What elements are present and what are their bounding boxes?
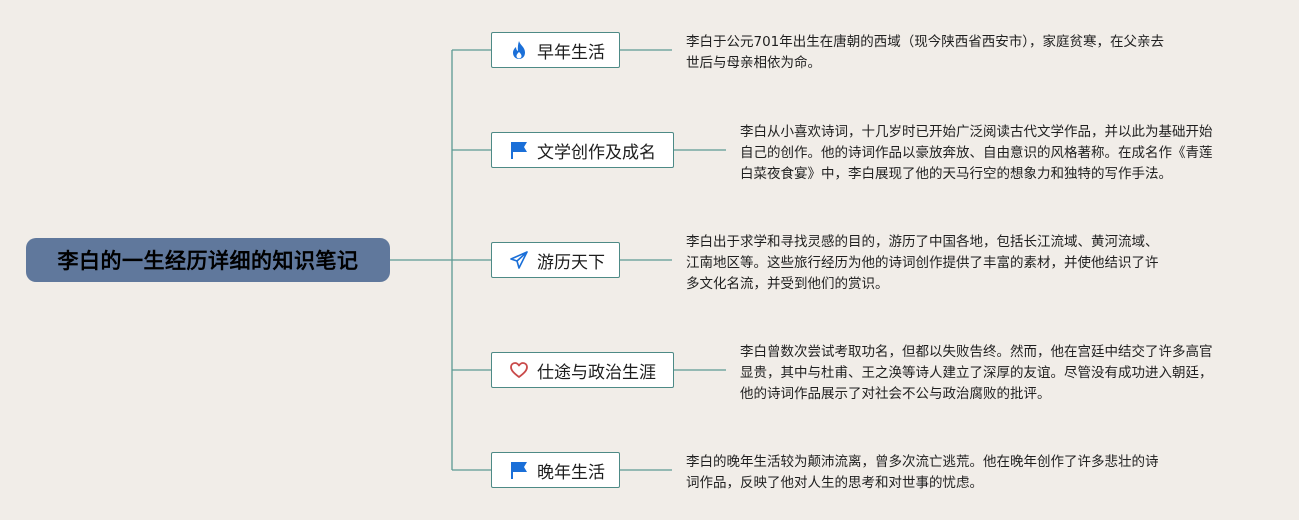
- topic-description: 李白的晚年生活较为颠沛流离，曾多次流亡逃荒。他在晚年创作了许多悲壮的诗词作品，反…: [686, 452, 1159, 494]
- description-line: 江南地区等。这些旅行经历为他的诗词创作提供了丰富的素材，并使他结识了许: [686, 255, 1159, 271]
- send-icon: [509, 250, 529, 270]
- flame-icon: [509, 40, 529, 60]
- description-line: 他的诗词作品展示了对社会不公与政治腐败的批评。: [740, 386, 1051, 402]
- topic-5[interactable]: 晚年生活: [491, 452, 620, 488]
- topic-description: 李白从小喜欢诗词，十几岁时已开始广泛阅读古代文学作品，并以此为基础开始自己的创作…: [740, 122, 1213, 185]
- description-line: 词作品，反映了他对人生的思考和对世事的忧虑。: [686, 475, 983, 491]
- root-title: 李白的一生经历详细的知识笔记: [57, 249, 359, 273]
- description-line: 显贵，其中与杜甫、王之涣等诗人建立了深厚的友谊。尽管没有成功进入朝廷，: [740, 365, 1213, 381]
- topic-label: 早年生活: [537, 42, 605, 63]
- flag-icon: [509, 140, 529, 160]
- topic-label: 游历天下: [537, 252, 605, 273]
- topic-label: 文学创作及成名: [537, 142, 656, 163]
- root-topic[interactable]: 李白的一生经历详细的知识笔记: [26, 238, 390, 282]
- description-line: 世后与母亲相依为命。: [686, 55, 821, 71]
- topic-4[interactable]: 仕途与政治生涯: [491, 352, 674, 388]
- topic-2[interactable]: 文学创作及成名: [491, 132, 674, 168]
- description-line: 李白的晚年生活较为颠沛流离，曾多次流亡逃荒。他在晚年创作了许多悲壮的诗: [686, 454, 1159, 470]
- description-line: 李白出于求学和寻找灵感的目的，游历了中国各地，包括长江流域、黄河流域、: [686, 234, 1159, 250]
- description-line: 自己的创作。他的诗词作品以豪放奔放、自由意识的风格著称。在成名作《青莲: [740, 145, 1213, 161]
- description-line: 李白从小喜欢诗词，十几岁时已开始广泛阅读古代文学作品，并以此为基础开始: [740, 124, 1213, 140]
- topic-description: 李白于公元701年出生在唐朝的西域（现今陕西省西安市），家庭贫寒，在父亲去世后与…: [686, 32, 1164, 74]
- topic-label: 仕途与政治生涯: [537, 362, 656, 383]
- description-line: 白菜夜食宴》中，李白展现了他的天马行空的想象力和独特的写作手法。: [740, 166, 1172, 182]
- topic-description: 李白出于求学和寻找灵感的目的，游历了中国各地，包括长江流域、黄河流域、江南地区等…: [686, 232, 1159, 295]
- heart-icon: [509, 360, 529, 380]
- topic-description: 李白曾数次尝试考取功名，但都以失败告终。然而，他在宫廷中结交了许多高官显贵，其中…: [740, 342, 1213, 405]
- description-line: 多文化名流，并受到他们的赏识。: [686, 276, 889, 292]
- topic-1[interactable]: 早年生活: [491, 32, 620, 68]
- description-line: 李白于公元701年出生在唐朝的西域（现今陕西省西安市），家庭贫寒，在父亲去: [686, 34, 1165, 50]
- topic-3[interactable]: 游历天下: [491, 242, 620, 278]
- description-line: 李白曾数次尝试考取功名，但都以失败告终。然而，他在宫廷中结交了许多高官: [740, 344, 1213, 360]
- flag-icon: [509, 460, 529, 480]
- topic-label: 晚年生活: [537, 462, 605, 483]
